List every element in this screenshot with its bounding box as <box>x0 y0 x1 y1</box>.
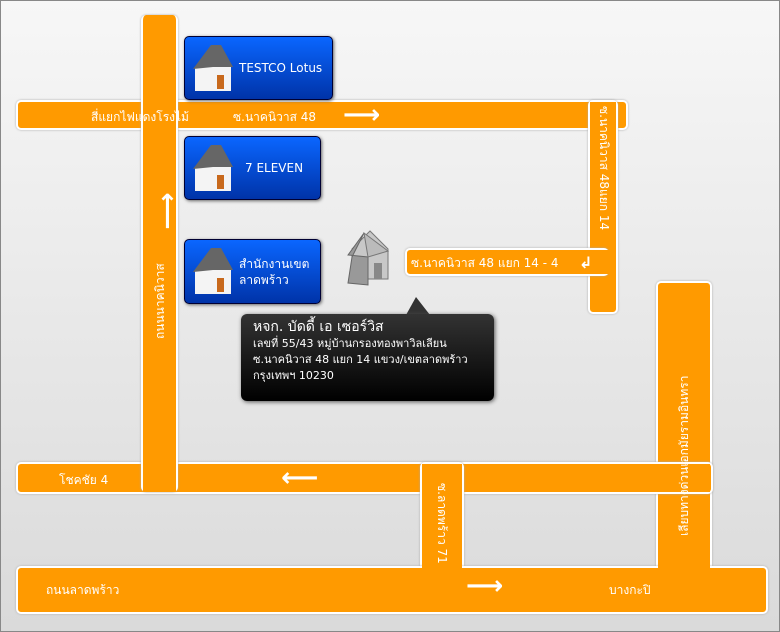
arrow-up-icon: ⟶ <box>152 192 183 230</box>
road-expressway <box>656 281 712 575</box>
road-ladprao <box>16 566 768 614</box>
destination-house-icon <box>347 230 390 286</box>
label-right-soi: ซ.นาคนิวาส 48แยก 14 <box>597 106 611 231</box>
label-left-vertical: ถนนนาคนิวาส <box>153 263 167 339</box>
landmark-label-line2: ลาดพร้าว <box>239 272 289 287</box>
house-icon <box>193 248 233 294</box>
arrow-right-icon: ⟶ <box>466 571 504 601</box>
landmark-label-line1: สำนักงานเขต <box>239 256 310 271</box>
arrow-turn-left-icon: ↲ <box>579 253 593 272</box>
road-right-soi <box>588 100 618 314</box>
landmark-7-eleven: 7 ELEVEN <box>184 136 321 200</box>
callout-pointer <box>406 297 430 315</box>
address-line2: ซ.นาคนิวาส 48 แยก 14 แขวง/เขตลาดพร้าว <box>253 353 468 366</box>
landmark-label: 7 ELEVEN <box>245 161 304 175</box>
road-top <box>16 100 628 130</box>
house-icon <box>193 45 233 91</box>
arrow-right-icon: ⟶ <box>343 100 381 130</box>
label-ladprao: ถนนลาดพร้าว <box>46 583 120 597</box>
label-soi-branch: ซ.นาคนิวาส 48 แยก 14 - 4 <box>411 256 559 270</box>
label-expressway: เลียบทางด่วนเอกมัยรามอินทรา <box>677 375 691 536</box>
road-soi-branch <box>405 248 609 276</box>
company-name: หจก. บัดดี้ เอ เซอร์วิส <box>253 319 384 335</box>
arrow-left-icon: ⟵ <box>281 463 319 493</box>
landmark-label: สำนักงานเขตลาดพร้าว <box>239 256 309 288</box>
address-line1: เลขที่ 55/43 หมู่บ้านกรองทองพาวิลเลียน <box>253 337 447 350</box>
house-icon <box>193 145 233 191</box>
label-top-soi: ซ.นาคนิวาส 48 <box>233 110 317 124</box>
label-ladprao71: ซ.ลาดพร้าว 71 <box>435 483 449 564</box>
destination-callout: หจก. บัดดี้ เอ เซอร์วิส เลขที่ 55/43 หมู… <box>241 314 494 401</box>
label-top-road: สี่แยกไฟแดงโรงไม้ <box>91 110 189 124</box>
label-chokchai: โชคชัย 4 <box>59 473 109 487</box>
road-left-vertical <box>141 15 178 492</box>
label-bangkapi: บางกะปิ <box>609 583 651 597</box>
landmark-tesco-lotus: TESTCO Lotus <box>184 36 333 100</box>
landmark-district-office: สำนักงานเขตลาดพร้าว <box>184 239 321 304</box>
road-chokchai <box>16 462 713 494</box>
landmark-label: TESTCO Lotus <box>239 61 323 75</box>
address-line3: กรุงเทพฯ 10230 <box>253 369 334 382</box>
